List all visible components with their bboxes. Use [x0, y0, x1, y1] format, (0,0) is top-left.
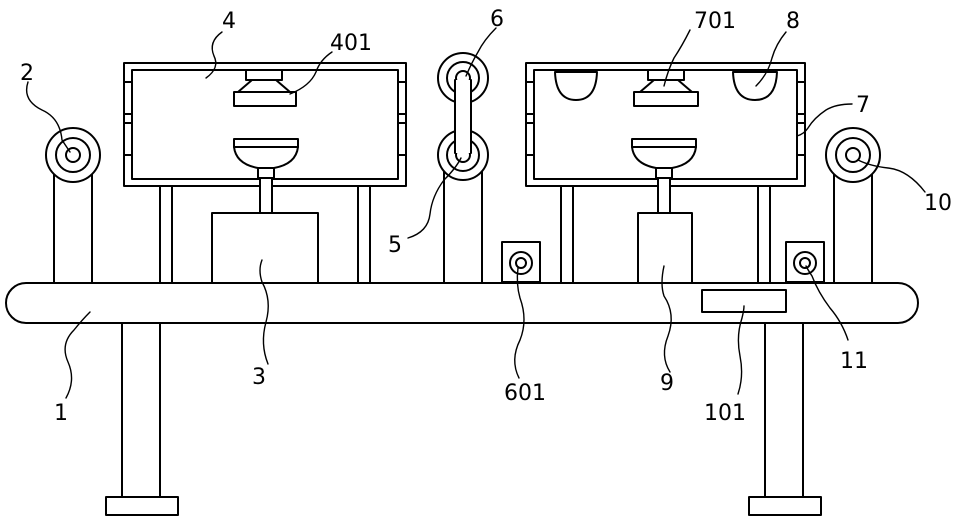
left-roller-post	[46, 128, 100, 285]
label-2: 2	[20, 61, 34, 86]
label-11: 11	[840, 349, 868, 374]
label-7: 7	[856, 93, 870, 118]
label-601: 601	[504, 381, 546, 406]
right-roller-post	[826, 128, 880, 285]
left-support-leg	[106, 322, 178, 515]
bolt-601	[502, 242, 540, 282]
label-9: 9	[660, 371, 674, 396]
right-support-leg	[749, 322, 821, 515]
label-5: 5	[388, 233, 402, 258]
label-6: 6	[490, 7, 504, 32]
label-10: 10	[924, 191, 952, 216]
label-4: 4	[222, 9, 236, 34]
label-101: 101	[704, 401, 746, 426]
label-3: 3	[252, 365, 266, 390]
label-701: 701	[694, 9, 736, 34]
label-401: 401	[330, 31, 372, 56]
bolt-11	[786, 242, 824, 282]
label-1: 1	[54, 401, 68, 426]
label-8: 8	[786, 9, 800, 34]
middle-roller-assembly	[438, 53, 488, 285]
main-table-beam	[6, 283, 918, 323]
right-cylinder-9	[638, 178, 692, 285]
left-cylinder-3	[212, 178, 318, 285]
